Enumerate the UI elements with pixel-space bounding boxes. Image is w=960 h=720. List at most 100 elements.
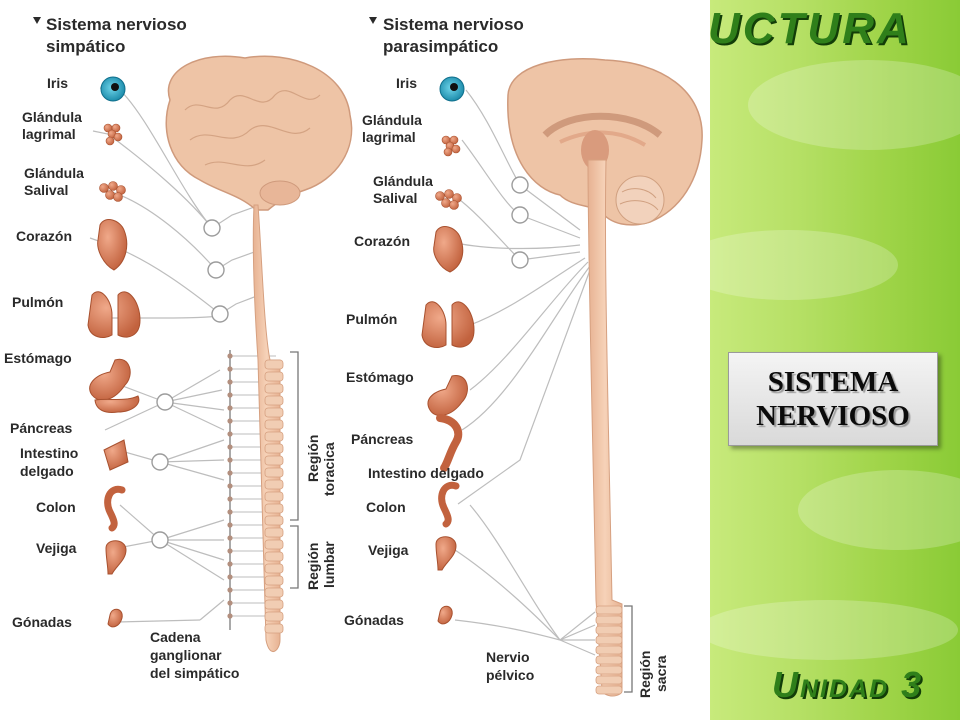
label-lumbar-line2: lumbar xyxy=(321,541,337,588)
vertebra xyxy=(264,563,284,574)
vertebra xyxy=(264,467,284,478)
label-iris: Iris xyxy=(47,75,68,91)
vertebra xyxy=(264,623,284,634)
label-stomach: Estómago xyxy=(346,369,414,385)
chain-ganglion xyxy=(227,431,233,437)
vertebra xyxy=(264,611,284,622)
sympathetic-brain xyxy=(165,55,353,211)
label-colon: Colon xyxy=(36,499,76,515)
colon-icon xyxy=(438,481,460,528)
pupil-icon xyxy=(450,83,458,91)
vertebra xyxy=(595,645,623,655)
chain-ganglion xyxy=(227,535,233,541)
vertebra xyxy=(264,359,284,370)
sympathetic-subtitle: simpático xyxy=(46,37,125,56)
label-pelvic-line1: Nervio xyxy=(486,649,530,665)
pancreas-icon xyxy=(94,395,140,413)
pupil-icon xyxy=(111,83,119,91)
label-salivary-line1: Glándula xyxy=(24,165,84,181)
chain-ganglion xyxy=(227,561,233,567)
vertebra xyxy=(264,551,284,562)
label-thoracic-line2: toracica xyxy=(321,442,337,496)
label-intestine: Intestino delgado xyxy=(368,465,484,481)
label-sacral-line2: sacra xyxy=(653,655,669,692)
vertebra xyxy=(264,455,284,466)
lungs-icon xyxy=(421,301,475,348)
lacrimal-gland-icon xyxy=(441,135,461,157)
parasympathetic-diagram: Sistema nervioso parasimpático xyxy=(344,15,703,698)
label-salivary-line2: Salival xyxy=(24,182,68,198)
nervous-system-diagram: Sistema nervioso simpático xyxy=(4,15,703,698)
vertebra xyxy=(264,419,284,430)
vertebra xyxy=(595,665,623,675)
lacrimal-gland-icon xyxy=(103,123,123,146)
colon-icon xyxy=(104,485,126,532)
heart-icon xyxy=(97,219,128,271)
label-sacral-line1: Región xyxy=(637,651,653,698)
sympathetic-diagram: Sistema nervioso simpático xyxy=(4,15,353,681)
label-colon: Colon xyxy=(366,499,406,515)
label-salivary-line1: Glándula xyxy=(373,173,433,189)
label-thoracic-line1: Región xyxy=(305,435,321,482)
small-intestine-icon xyxy=(103,439,129,471)
chain-ganglion xyxy=(227,392,233,398)
label-pancreas: Páncreas xyxy=(10,420,72,436)
sympathetic-ganglion-chain xyxy=(227,350,276,630)
parasympathetic-brain xyxy=(507,58,703,226)
chain-ganglion xyxy=(227,353,233,359)
sympathetic-organs xyxy=(87,76,141,628)
bladder-icon xyxy=(105,540,127,575)
chain-ganglion xyxy=(227,444,233,450)
vertebra xyxy=(264,587,284,598)
vertebra xyxy=(264,371,284,382)
label-gonads: Gónadas xyxy=(12,614,72,630)
label-bladder: Vejiga xyxy=(368,542,409,558)
parasympathetic-nerve-fibers xyxy=(454,89,596,656)
collapse-triangle-icon xyxy=(33,17,41,24)
sympathetic-title: Sistema nervioso xyxy=(46,15,187,34)
chain-ganglion xyxy=(227,496,233,502)
chain-ganglion xyxy=(227,483,233,489)
chain-ganglion xyxy=(227,509,233,515)
vertebra xyxy=(264,515,284,526)
chain-ganglion xyxy=(227,548,233,554)
label-bladder: Vejiga xyxy=(36,540,77,556)
label-gonads: Gónadas xyxy=(344,612,404,628)
vertebra xyxy=(595,615,623,625)
chain-ganglion xyxy=(227,600,233,606)
vertebra xyxy=(595,675,623,685)
label-chain-line2: ganglionar xyxy=(150,647,222,663)
stomach-icon xyxy=(427,375,468,417)
vertebra xyxy=(595,625,623,635)
sympathetic-vertebrae xyxy=(264,359,284,634)
label-intestine-line2: delgado xyxy=(20,463,74,479)
parasympathetic-ganglia xyxy=(511,176,529,269)
parasympathetic-region-bracket xyxy=(624,605,633,693)
label-pelvic-line2: pélvico xyxy=(486,667,534,683)
vertebra xyxy=(595,635,623,645)
vertebra xyxy=(595,605,623,615)
label-pancreas: Páncreas xyxy=(351,431,413,447)
label-lumbar-line1: Región xyxy=(305,543,321,590)
label-lung: Pulmón xyxy=(12,294,63,310)
chain-ganglion xyxy=(227,379,233,385)
chain-ganglion xyxy=(227,587,233,593)
chain-ganglion xyxy=(227,522,233,528)
vertebra xyxy=(264,431,284,442)
chain-ganglion xyxy=(227,470,233,476)
gonads-icon xyxy=(437,605,453,625)
topic-badge-text: SISTEMA NERVIOSO xyxy=(756,366,910,432)
stomach-icon xyxy=(89,358,131,401)
vertebra xyxy=(595,685,623,695)
label-lacrimal-line1: Glándula xyxy=(362,112,422,128)
vertebra xyxy=(595,655,623,665)
gonads-icon xyxy=(107,608,123,628)
label-salivary-line2: Salival xyxy=(373,190,417,206)
chain-ganglion xyxy=(227,366,233,372)
vertebra xyxy=(264,575,284,586)
bladder-icon xyxy=(435,536,457,571)
label-stomach: Estómago xyxy=(4,350,72,366)
label-lacrimal-line2: lagrimal xyxy=(22,126,76,142)
parasympathetic-subtitle: parasimpático xyxy=(383,37,498,56)
